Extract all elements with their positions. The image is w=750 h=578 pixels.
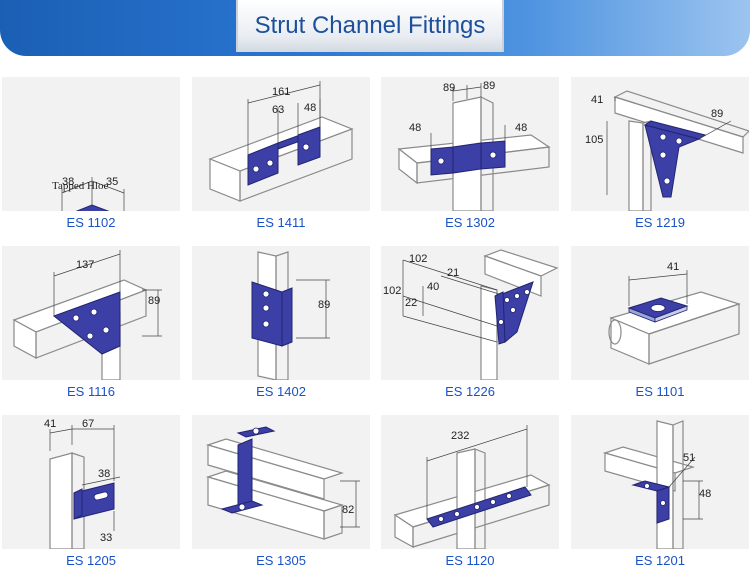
angle-plate-drawing: 137 89 xyxy=(12,250,162,380)
dim-label: 137 xyxy=(76,259,94,271)
dim-label: 38 xyxy=(98,468,110,480)
product-image: 137 89 xyxy=(2,246,180,380)
product-code: ES 1226 xyxy=(445,384,495,399)
product-image: 41 67 38 33 xyxy=(2,415,180,549)
dim-label: 41 xyxy=(591,94,603,106)
product-image: 89 xyxy=(192,246,370,380)
product-image: 41 xyxy=(571,246,749,380)
product-image: 82 xyxy=(192,415,370,549)
product-code: ES 1302 xyxy=(445,215,495,230)
dim-label: 105 xyxy=(585,134,603,146)
product-image: 89 89 48 48 xyxy=(381,77,559,211)
product-image: 102 21 40 102 22 xyxy=(381,246,559,380)
square-washer-drawing: 41 xyxy=(608,261,741,365)
product-code: ES 1120 xyxy=(445,553,495,568)
dim-label: 232 xyxy=(451,430,469,442)
dim-label: 38 xyxy=(62,176,74,188)
dim-label: 35 xyxy=(106,176,118,188)
product-code: ES 1205 xyxy=(66,553,116,568)
cross-bracket-drawing: 89 89 48 48 xyxy=(397,80,551,211)
dim-label: 41 xyxy=(44,418,56,430)
dim-label: 33 xyxy=(100,532,112,544)
dim-label: 48 xyxy=(409,122,421,134)
slotted-angle-drawing: 41 67 38 33 xyxy=(44,418,121,549)
product-image: 51 48 xyxy=(571,415,749,549)
product-code: ES 1402 xyxy=(256,384,306,399)
flat-splice-drawing: 89 xyxy=(251,251,330,380)
corner-gusset-drawing: 102 21 40 102 22 xyxy=(383,249,559,380)
page-title: Strut Channel Fittings xyxy=(254,12,486,39)
product-code: ES 1102 xyxy=(66,215,116,230)
splice-plate-drawing: 232 xyxy=(393,425,551,549)
dim-label: 51 xyxy=(683,452,695,464)
product-image: 161 63 48 xyxy=(192,77,370,211)
product-code: ES 1305 xyxy=(256,553,306,568)
angle-bracket-drawing: 51 48 xyxy=(602,420,711,549)
product-image: 232 xyxy=(381,415,559,549)
z-offset-drawing: 82 xyxy=(205,426,360,540)
product-code: ES 1116 xyxy=(67,384,115,399)
tapped-plate-drawing: 38 35 Tapped Hloe xyxy=(52,176,125,211)
dim-label: 21 xyxy=(447,267,459,279)
product-image: 38 35 Tapped Hloe xyxy=(2,77,180,211)
dim-label: 48 xyxy=(699,488,711,500)
dim-label: 89 xyxy=(483,80,495,92)
dim-label: 22 xyxy=(405,297,417,309)
dim-label: 41 xyxy=(667,261,679,273)
product-code: ES 1201 xyxy=(635,553,685,568)
dim-label: 48 xyxy=(515,122,527,134)
dim-label: 102 xyxy=(409,253,427,265)
dim-label: 89 xyxy=(318,299,330,311)
dim-label: 161 xyxy=(272,86,290,98)
product-image: 41 89 105 xyxy=(571,77,749,211)
title-banner: Strut Channel Fittings xyxy=(0,0,750,56)
dim-label: 89 xyxy=(711,108,723,120)
dim-label: 82 xyxy=(342,504,354,516)
dim-label: 89 xyxy=(148,295,160,307)
note-label: Tapped Hloe xyxy=(52,180,108,192)
dim-label: 40 xyxy=(427,281,439,293)
product-code: ES 1219 xyxy=(635,215,685,230)
dim-label: 89 xyxy=(443,82,455,94)
z-bracket-drawing: 161 63 48 xyxy=(208,81,354,202)
title-plate: Strut Channel Fittings xyxy=(236,0,504,52)
dim-label: 102 xyxy=(383,285,401,297)
gusset-bracket-drawing: 41 89 105 xyxy=(585,90,749,211)
dim-label: 67 xyxy=(82,418,94,430)
product-code: ES 1101 xyxy=(635,384,685,399)
dim-label: 63 xyxy=(272,104,284,116)
product-code: ES 1411 xyxy=(256,215,306,230)
dim-label: 48 xyxy=(304,102,316,114)
